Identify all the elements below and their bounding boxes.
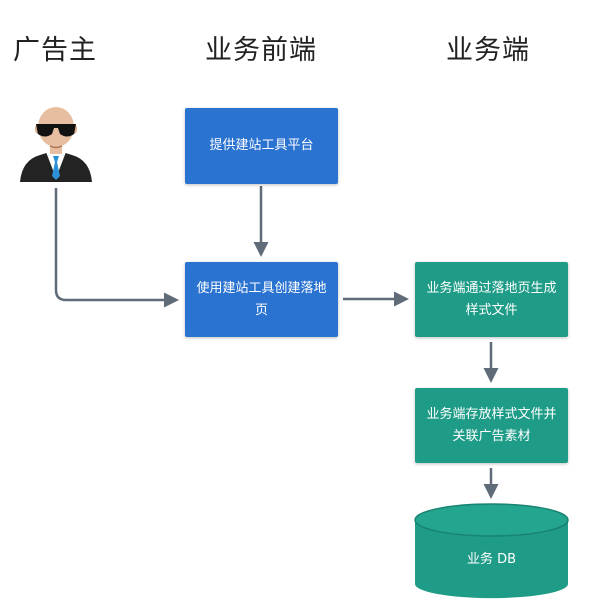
arrow-advertiser-to-create bbox=[54, 188, 179, 308]
node-store-style-file: 业务端存放样式文件并关联广告素材 bbox=[415, 388, 568, 463]
column-title-advertiser: 广告主 bbox=[13, 35, 97, 66]
database-label: 业务 DB bbox=[466, 552, 517, 567]
node-provide-platform: 提供建站工具平台 bbox=[185, 108, 338, 184]
column-title-business: 业务端 bbox=[446, 35, 530, 66]
node-create-landing-page: 使用建站工具创建落地页 bbox=[185, 262, 338, 337]
node-generate-style-file: 业务端通过落地页生成样式文件 bbox=[415, 262, 568, 337]
advertiser-person-icon bbox=[20, 107, 92, 182]
column-title-frontend: 业务前端 bbox=[205, 35, 317, 66]
